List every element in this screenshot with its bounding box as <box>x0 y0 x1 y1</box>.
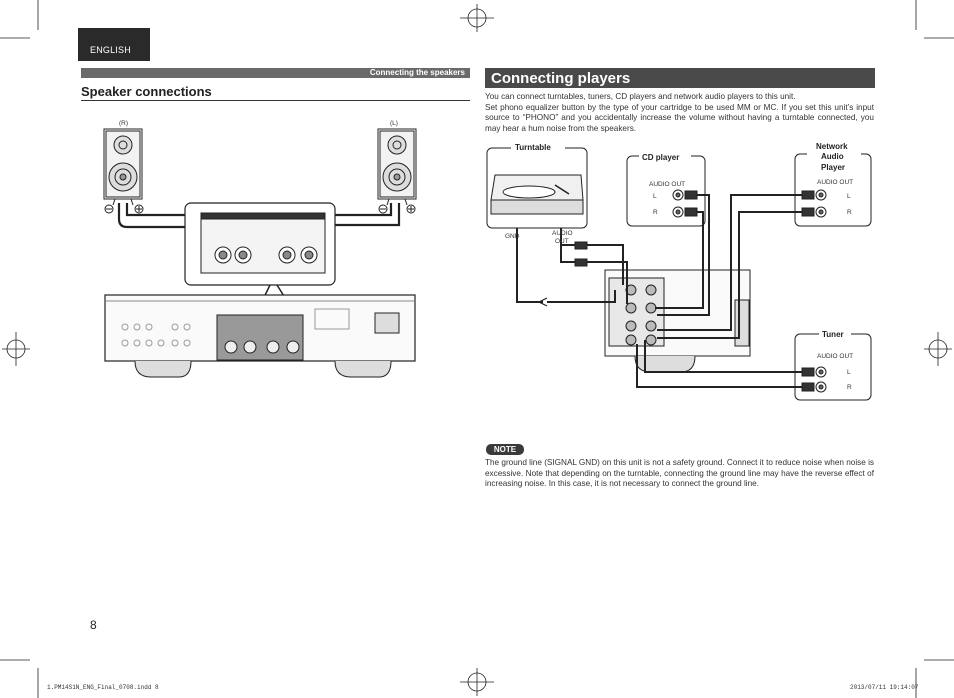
note-text: The ground line (SIGNAL GND) on this uni… <box>485 458 874 489</box>
tuner-l-label: L <box>847 369 851 376</box>
tuner-r-label: R <box>847 384 852 391</box>
speaker-right-label: (R) <box>119 120 128 127</box>
turntable-out-label: OUT <box>555 238 569 245</box>
tuner-label: Tuner <box>822 330 844 339</box>
page-number: 8 <box>90 618 97 632</box>
section-header-bar: Connecting the speakers <box>81 68 470 78</box>
title-rule <box>81 100 470 101</box>
cd-player-label: CD player <box>642 153 679 162</box>
network-l-label: L <box>847 193 851 200</box>
turntable-audio-label: AUDIO <box>552 230 573 237</box>
network-label-3: Player <box>821 163 845 172</box>
speaker-left-icon <box>377 128 417 206</box>
note-badge: NOTE <box>486 444 524 455</box>
connecting-players-title: Connecting players <box>485 68 875 88</box>
speaker-connections-title: Speaker connections <box>81 84 212 99</box>
tuner-audio-out-label: AUDIO OUT <box>817 353 853 360</box>
speaker-connection-diagram: (R) (L) <box>103 120 417 378</box>
network-r-label: R <box>847 209 852 216</box>
network-label-2: Audio <box>821 152 844 161</box>
gnd-label: GND <box>505 233 520 240</box>
players-connection-diagram: Turntable CD player AUDIO OUT L R Networ… <box>486 142 872 401</box>
network-audio-out-label: AUDIO OUT <box>817 179 853 186</box>
language-tab: ENGLISH <box>78 28 150 61</box>
intro-text: You can connect turntables, tuners, CD p… <box>485 92 874 134</box>
footer-file: 1.PM14S1N_ENG_Final_0708.indd 8 <box>47 684 159 691</box>
cd-r-label: R <box>653 209 658 216</box>
footer-timestamp: 2013/07/11 19:14:07 <box>850 684 919 691</box>
cd-audio-out-label: AUDIO OUT <box>649 181 685 188</box>
turntable-label: Turntable <box>515 143 551 152</box>
intro-line-1: You can connect turntables, tuners, CD p… <box>485 92 796 101</box>
cd-l-label: L <box>653 193 657 200</box>
speaker-left-label: (L) <box>390 120 398 127</box>
network-label-1: Network <box>816 142 848 151</box>
intro-line-2: Set phono equalizer button by the type o… <box>485 102 874 133</box>
speaker-right-icon <box>103 128 143 206</box>
